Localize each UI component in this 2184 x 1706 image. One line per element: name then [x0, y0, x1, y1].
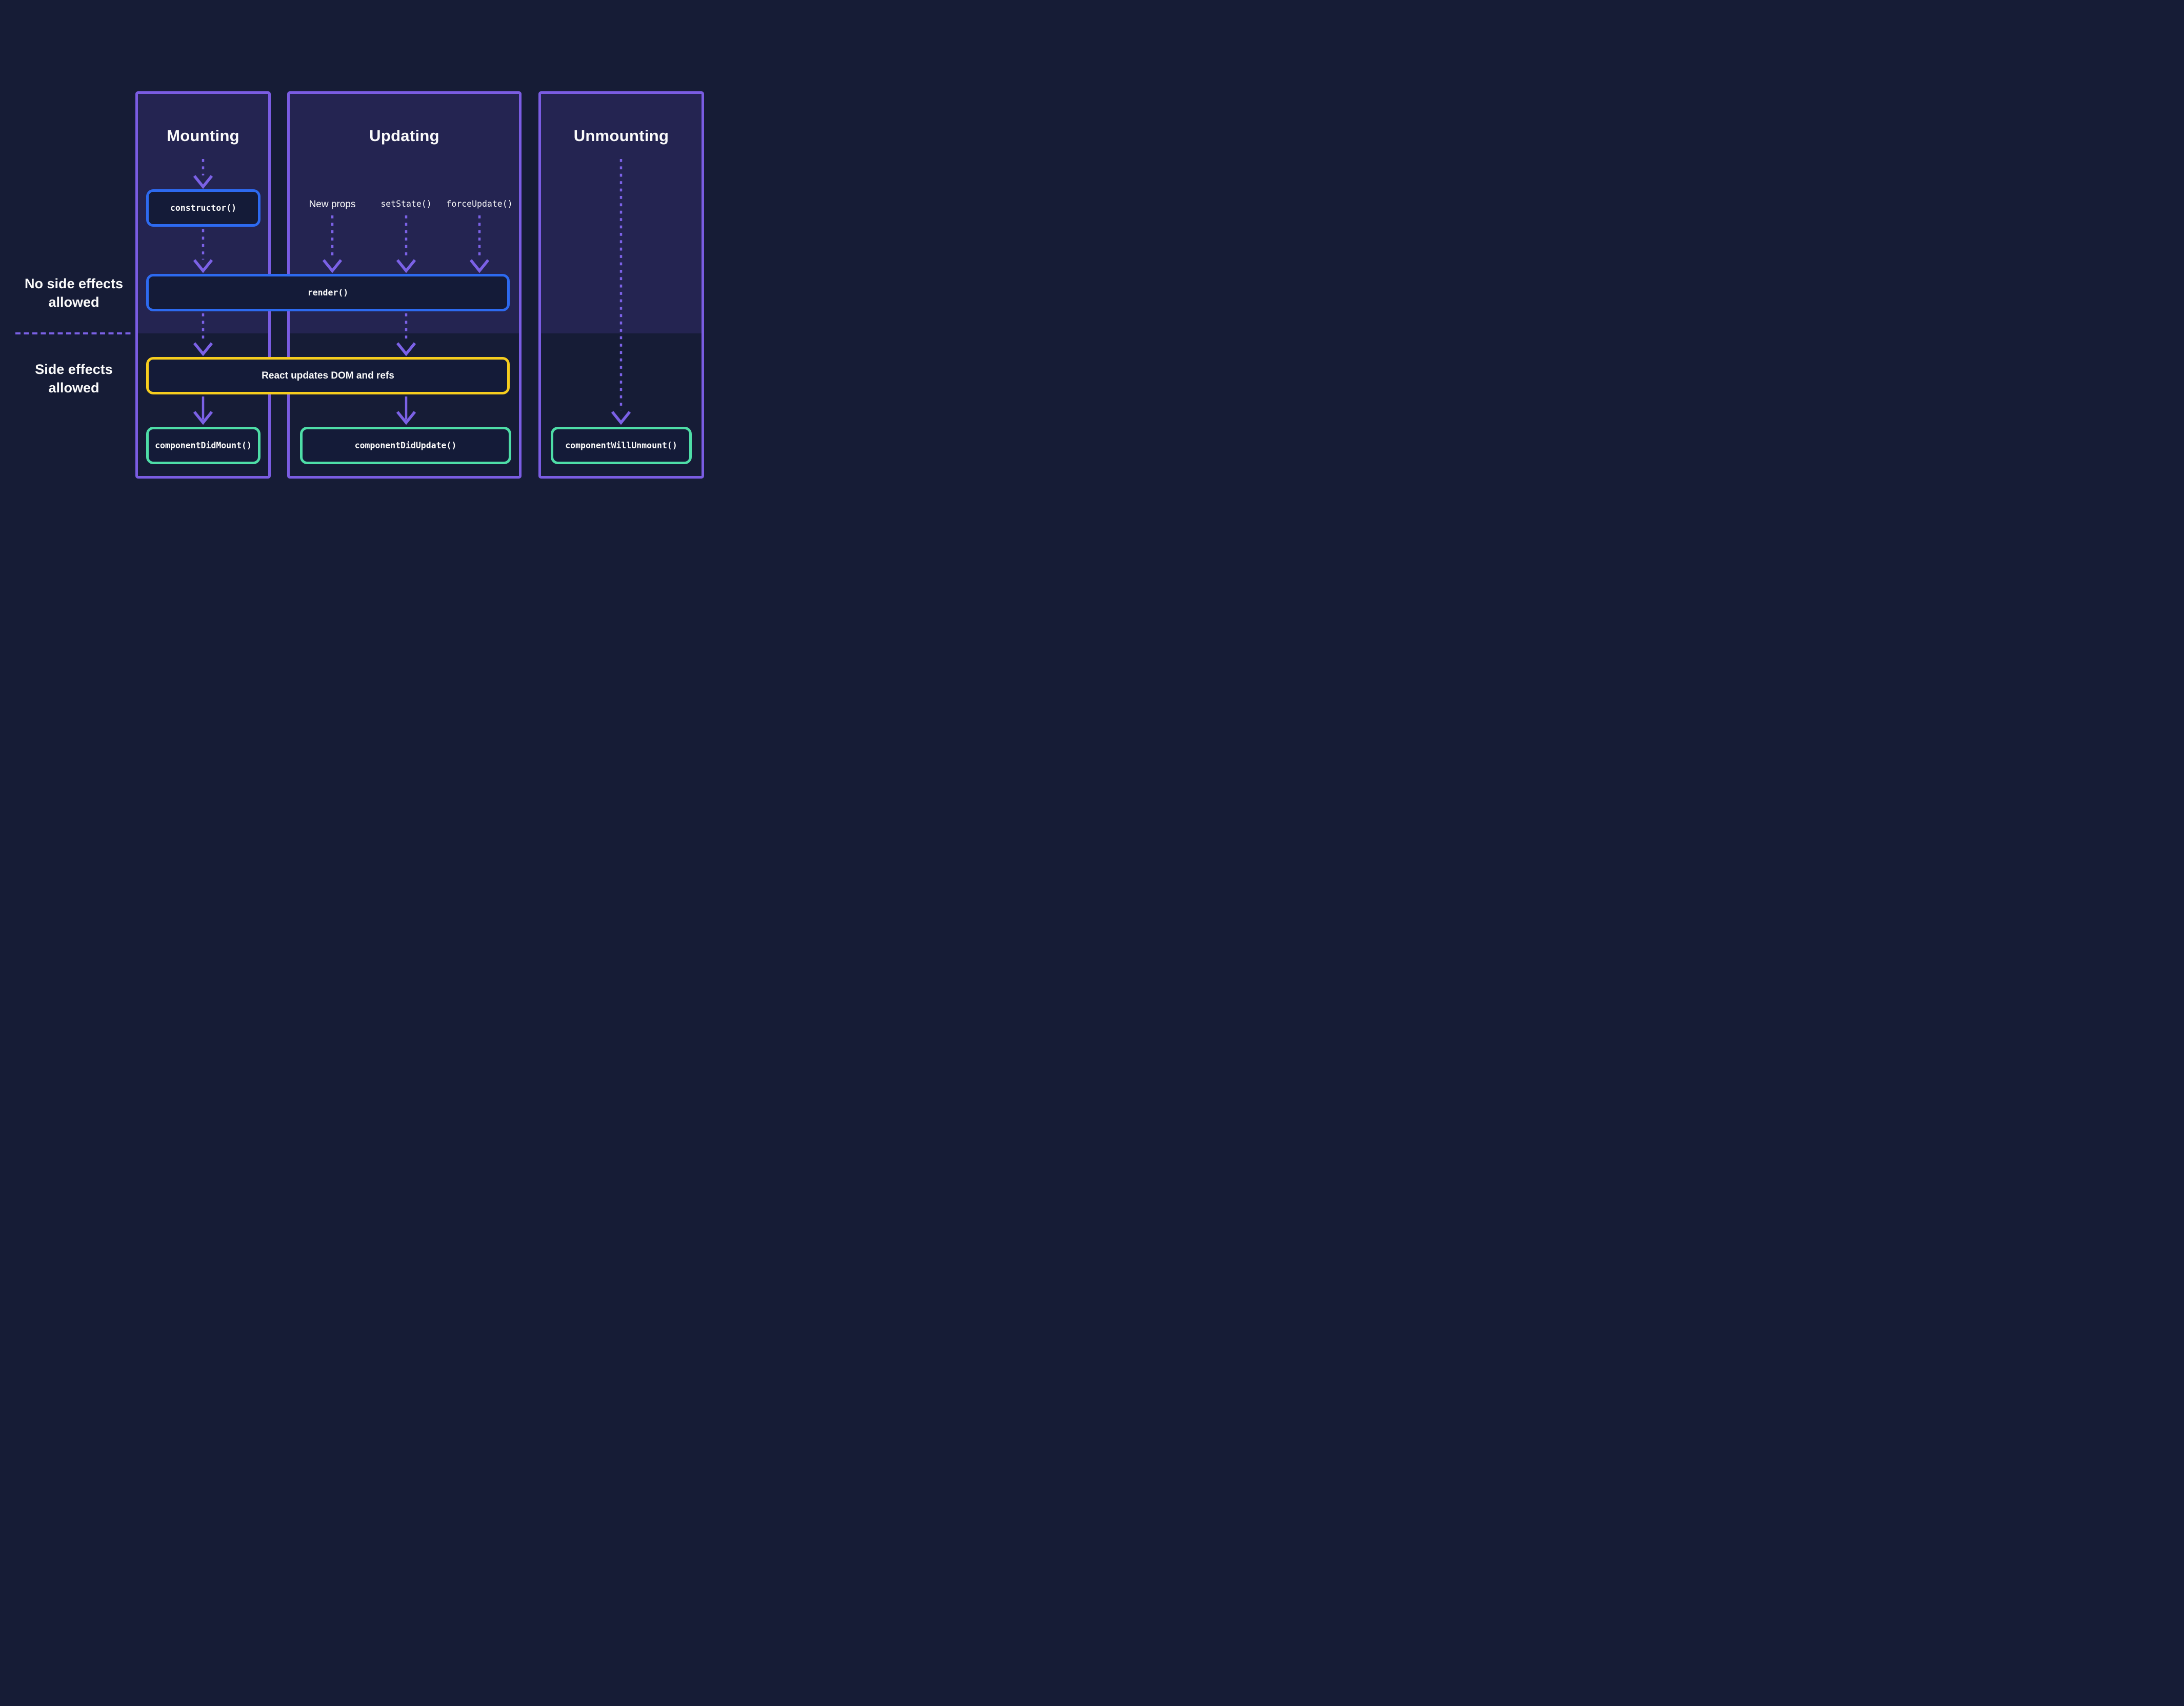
label-set-state: setState() [380, 199, 432, 209]
arrow-force-update-to-render [469, 215, 490, 273]
arrow-set-state-to-render [396, 215, 416, 273]
arrow-react-updates-to-did-update [396, 396, 416, 425]
label-force-update: forceUpdate() [446, 199, 513, 209]
column-title-mounting: Mounting [167, 127, 239, 145]
node-component-did-update: componentDidUpdate() [300, 427, 511, 464]
node-constructor: constructor() [146, 189, 261, 227]
column-title-unmounting: Unmounting [573, 127, 669, 145]
node-component-did-mount: componentDidMount() [146, 427, 261, 464]
node-component-will-unmount: componentWillUnmount() [551, 427, 692, 464]
arrow-mounting-entry [193, 159, 213, 189]
arrow-new-props-to-render [322, 215, 343, 273]
arrow-unmounting-to-will-unmount [611, 159, 631, 425]
side-label-no-side-effects: No side effects allowed [24, 276, 124, 310]
arrow-render-to-react-updates-updating [396, 313, 416, 356]
arrow-react-updates-to-did-mount [193, 396, 213, 425]
column-title-updating: Updating [369, 127, 439, 145]
node-render: render() [146, 274, 510, 311]
side-label-side-effects: Side effects allowed [35, 362, 113, 395]
arrow-render-to-react-updates-mounting [193, 313, 213, 356]
node-react-updates-dom: React updates DOM and refs [146, 357, 510, 394]
arrow-constructor-to-render [193, 229, 213, 273]
label-new-props: New props [309, 199, 356, 210]
arrows-layer [15, 159, 631, 425]
react-lifecycle-diagram: Mounting Updating Unmounting No side eff… [0, 0, 728, 569]
